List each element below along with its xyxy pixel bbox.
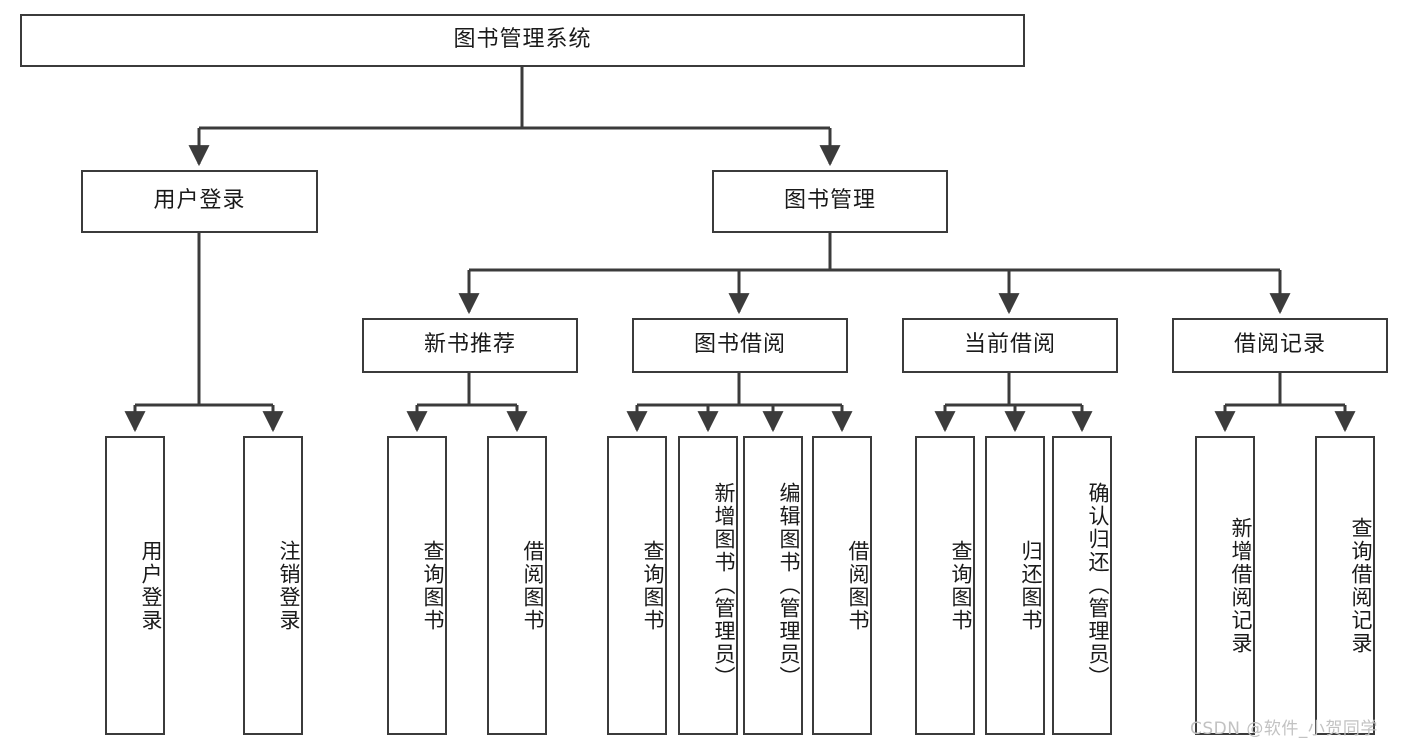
node-leaf-add-borrow-record-label: 新增借阅记录 xyxy=(1229,516,1253,655)
node-leaf-edit-book[interactable]: 编辑图书（管理员） xyxy=(743,436,803,735)
node-leaf-query-book-new[interactable]: 查询图书 xyxy=(387,436,447,735)
node-root-label: 图书管理系统 xyxy=(453,27,592,53)
node-current-borrow-label: 当前借阅 xyxy=(963,332,1056,358)
node-leaf-query-book-current[interactable]: 查询图书 xyxy=(915,436,975,735)
node-root[interactable]: 图书管理系统 xyxy=(20,14,1025,67)
node-current-borrow[interactable]: 当前借阅 xyxy=(902,318,1118,373)
node-book-borrow-label: 图书借阅 xyxy=(693,332,786,358)
node-new-book-recommend[interactable]: 新书推荐 xyxy=(362,318,578,373)
node-leaf-user-login[interactable]: 用户登录 xyxy=(105,436,165,735)
node-book-management-label: 图书管理 xyxy=(783,188,876,214)
node-leaf-add-borrow-record[interactable]: 新增借阅记录 xyxy=(1195,436,1255,735)
node-leaf-query-book-borrow-label: 查询图书 xyxy=(641,539,665,632)
node-leaf-query-book-borrow[interactable]: 查询图书 xyxy=(607,436,667,735)
node-book-management[interactable]: 图书管理 xyxy=(712,170,948,233)
node-leaf-borrow-book-new[interactable]: 借阅图书 xyxy=(487,436,547,735)
node-leaf-user-logout-label: 注销登录 xyxy=(277,539,301,632)
node-leaf-add-book-label: 新增图书（管理员） xyxy=(712,482,736,689)
node-user-login[interactable]: 用户登录 xyxy=(81,170,318,233)
node-leaf-borrow-book[interactable]: 借阅图书 xyxy=(812,436,872,735)
node-user-login-label: 用户登录 xyxy=(153,188,246,214)
node-leaf-add-book[interactable]: 新增图书（管理员） xyxy=(678,436,738,735)
node-leaf-query-book-current-label: 查询图书 xyxy=(949,539,973,632)
node-leaf-return-book-label: 归还图书 xyxy=(1019,539,1043,632)
node-leaf-borrow-book-label: 借阅图书 xyxy=(846,539,870,632)
csdn-watermark: CSDN @软件_小贺同学 xyxy=(1190,719,1378,739)
node-leaf-user-logout[interactable]: 注销登录 xyxy=(243,436,303,735)
node-leaf-confirm-return[interactable]: 确认归还（管理员） xyxy=(1052,436,1112,735)
node-borrow-record[interactable]: 借阅记录 xyxy=(1172,318,1388,373)
node-borrow-record-label: 借阅记录 xyxy=(1233,332,1326,358)
node-new-book-recommend-label: 新书推荐 xyxy=(423,332,516,358)
node-book-borrow[interactable]: 图书借阅 xyxy=(632,318,848,373)
node-leaf-query-book-new-label: 查询图书 xyxy=(421,539,445,632)
node-leaf-query-borrow-record-label: 查询借阅记录 xyxy=(1349,516,1373,655)
node-leaf-return-book[interactable]: 归还图书 xyxy=(985,436,1045,735)
node-leaf-edit-book-label: 编辑图书（管理员） xyxy=(777,482,801,689)
node-leaf-query-borrow-record[interactable]: 查询借阅记录 xyxy=(1315,436,1375,735)
node-leaf-confirm-return-label: 确认归还（管理员） xyxy=(1086,482,1110,689)
node-leaf-user-login-label: 用户登录 xyxy=(139,539,163,632)
node-leaf-borrow-book-new-label: 借阅图书 xyxy=(521,539,545,632)
